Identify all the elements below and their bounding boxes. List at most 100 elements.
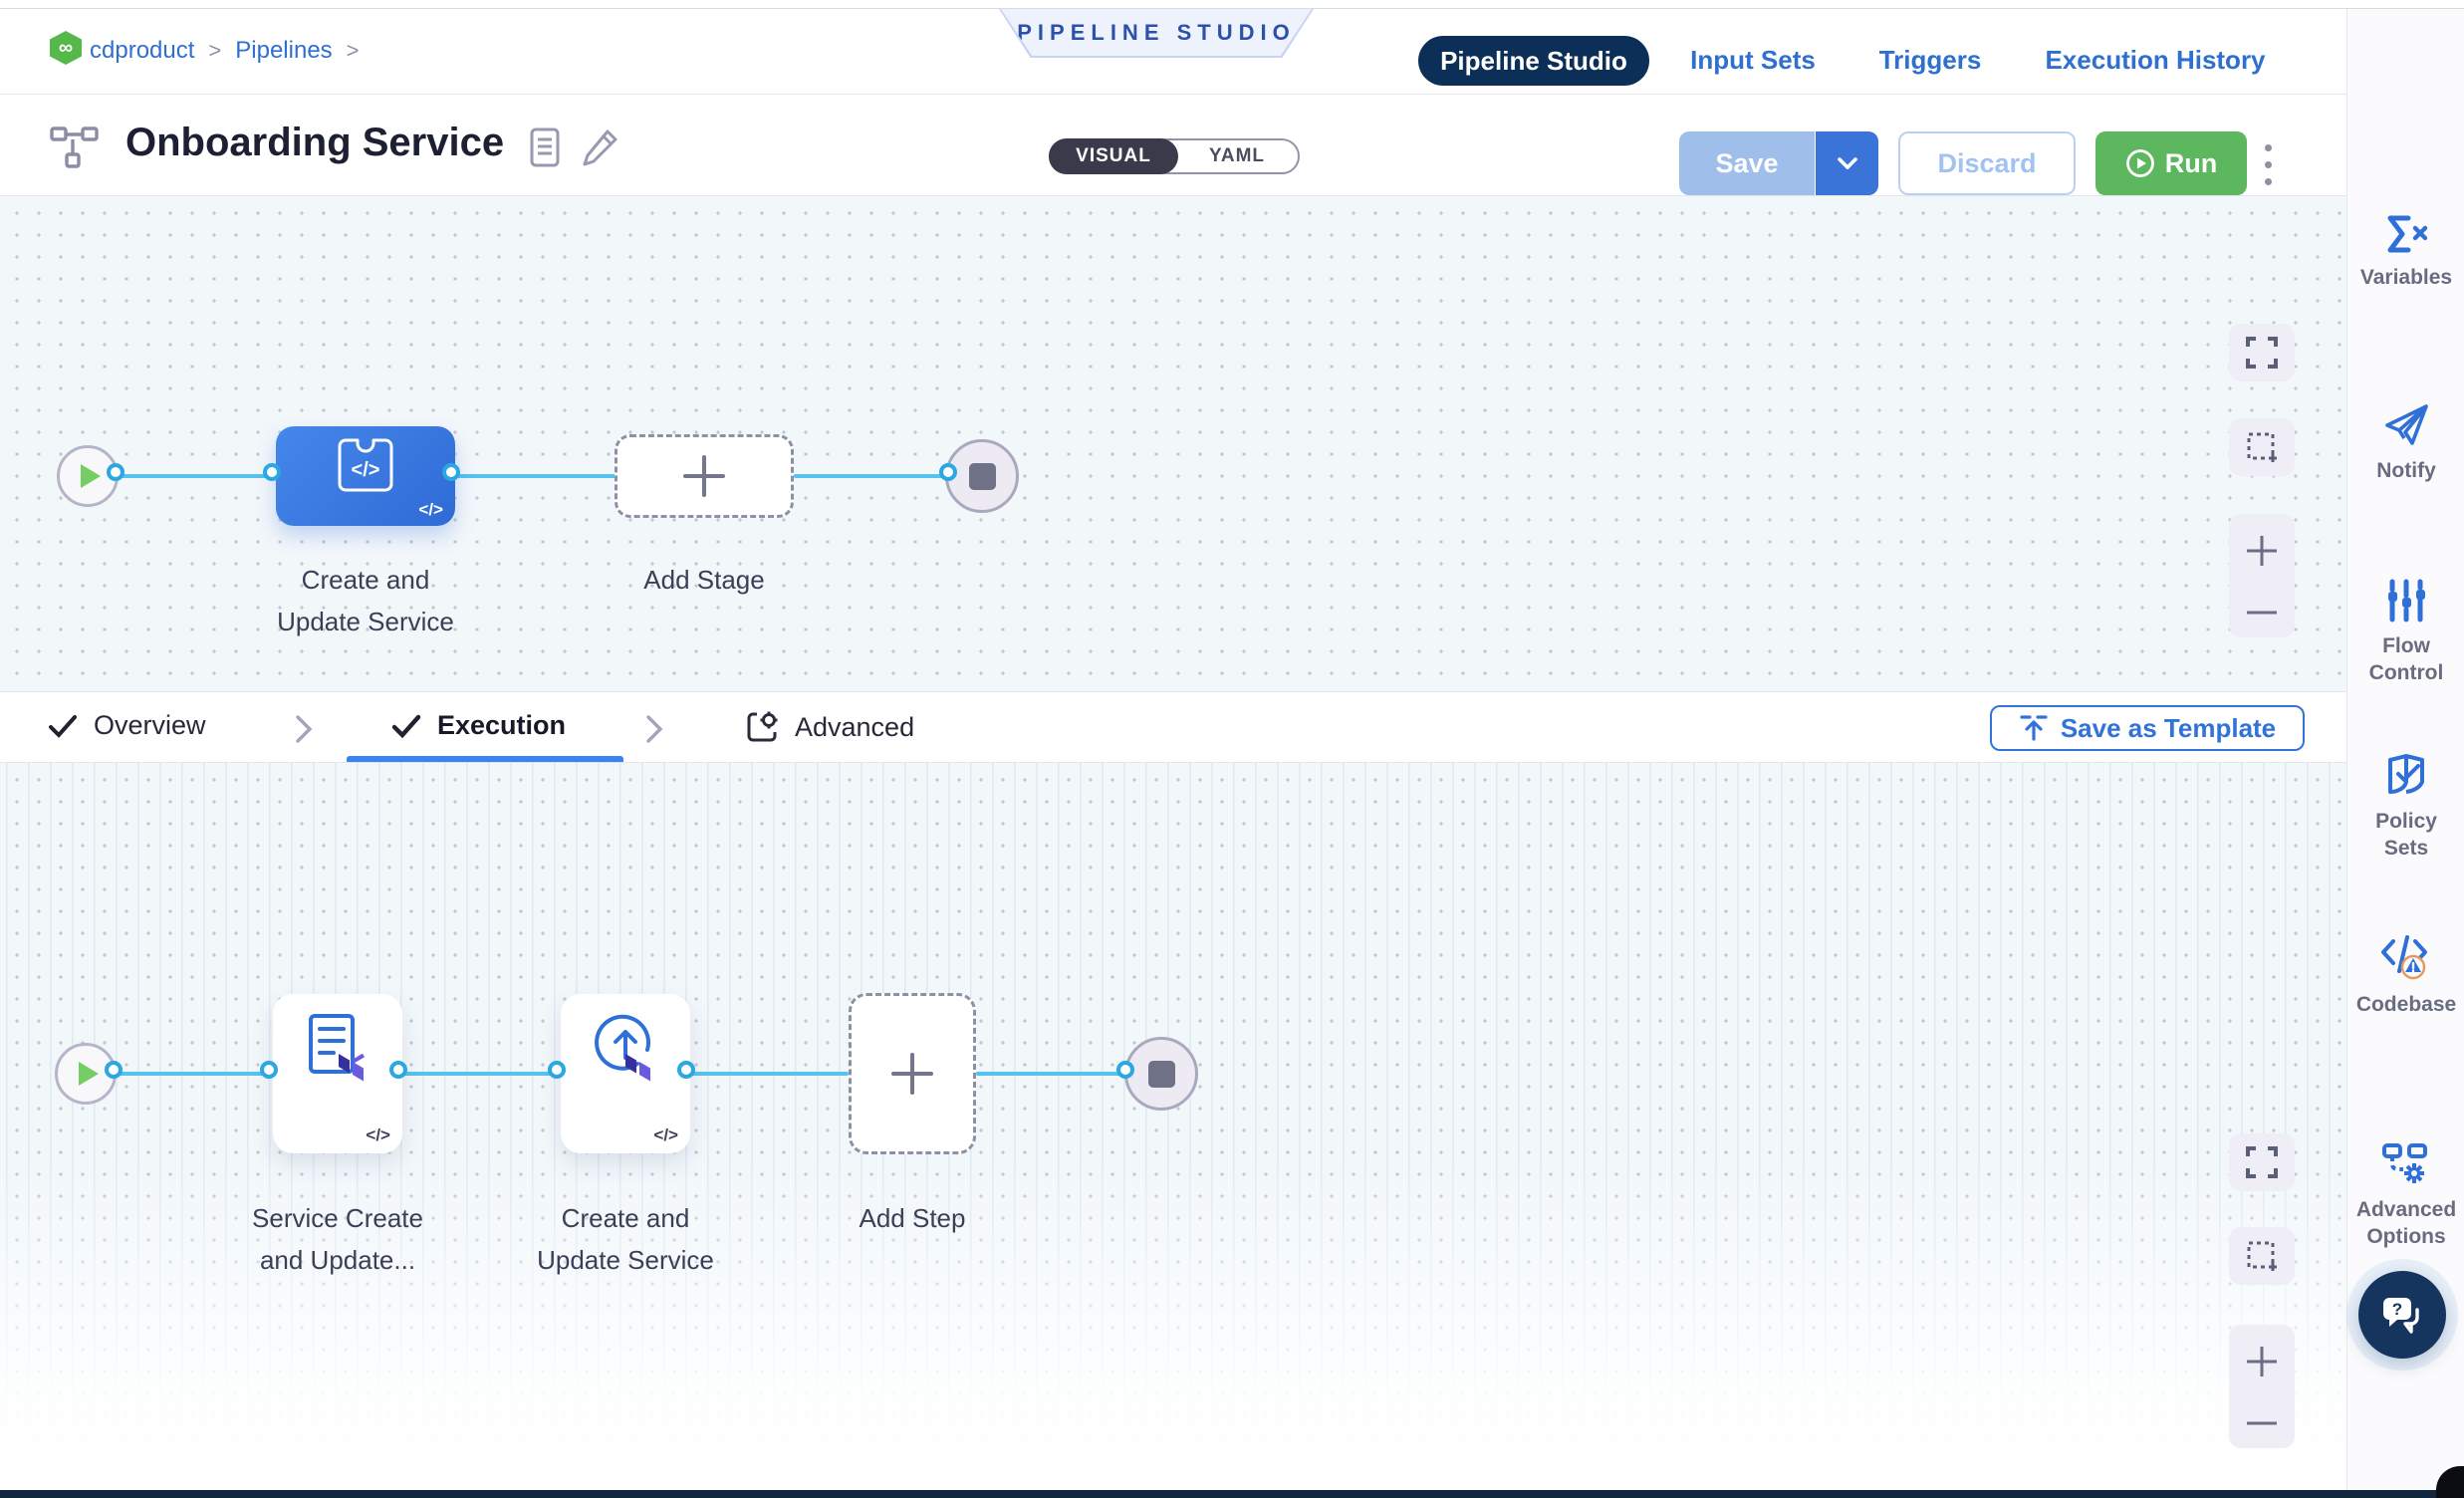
yaml-code-badge: </> [653,1125,678,1144]
visual-yaml-toggle[interactable]: VISUAL YAML [1049,138,1300,174]
page-title: Onboarding Service [125,121,505,164]
zoom-in-icon[interactable] [2243,532,2281,570]
run-button[interactable]: Run [2095,131,2247,195]
plus-icon [683,455,725,497]
execution-start-node[interactable] [55,1043,117,1105]
fit-view-icon [2246,1146,2278,1178]
tab-execution-history[interactable]: Execution History [2045,45,2266,75]
connector-port[interactable] [442,463,460,481]
step-node-service-create-and-update[interactable]: </> [273,994,402,1153]
connector-port[interactable] [105,1061,123,1079]
edge [118,1072,273,1076]
canvas-fit-button[interactable] [2229,324,2295,381]
pipeline-studio-banner-label: PIPELINE STUDIO [1001,9,1312,56]
connector-port[interactable] [939,463,957,481]
execution-canvas[interactable]: </> </> [0,763,2346,1490]
zoom-in-icon[interactable] [2243,1343,2281,1380]
edge [976,1072,1129,1076]
connector-port[interactable] [1116,1061,1134,1079]
breadcrumb-separator: > [208,38,222,63]
svg-text:</>: </> [352,459,380,481]
toggle-visual[interactable]: VISUAL [1049,138,1178,174]
pipeline-header: Onboarding Service VISUAL YAML Save Disc… [0,95,2346,196]
tab-execution[interactable]: Execution [391,710,566,741]
toggle-yaml[interactable]: YAML [1208,145,1266,166]
save-dropdown-button[interactable] [1816,131,1878,195]
stage-node-create-and-update-service[interactable]: </> </> [276,426,455,526]
pipeline-end-node[interactable] [945,439,1019,513]
breadcrumb-separator: > [346,38,360,63]
canvas-select-button[interactable] [2229,1227,2295,1285]
sidebar-item-advanced-options[interactable]: Advanced Options [2347,1142,2464,1250]
breadcrumb: cdproduct > Pipelines > [90,37,360,65]
check-icon [49,714,77,738]
discard-button[interactable]: Discard [1898,131,2076,195]
stage-canvas[interactable]: </> </> Create and Update Service Add St… [0,196,2346,691]
save-button[interactable]: Save [1679,131,1815,195]
variables-icon [2387,215,2428,253]
add-step-button[interactable] [849,993,976,1154]
custom-stage-icon: </> [338,438,393,492]
zoom-controls [2229,1325,2295,1448]
codebase-icon [2381,935,2427,980]
breadcrumb-pipelines[interactable]: Pipelines [235,37,333,64]
tab-advanced[interactable]: Advanced [745,710,914,744]
breadcrumb-project[interactable]: cdproduct [90,37,195,64]
add-stage-button[interactable] [615,434,794,518]
plus-icon [891,1053,933,1095]
step-label[interactable]: Create and Update Service [537,1203,714,1275]
play-icon [78,1062,99,1086]
sidebar-item-flow-control[interactable]: Flow Control [2347,579,2464,686]
tab-pipeline-studio[interactable]: Pipeline Studio [1418,36,1649,86]
edge [120,474,276,478]
edit-pencil-icon[interactable] [582,127,621,167]
advanced-settings-icon [747,711,778,742]
harness-logo-icon[interactable]: ∞ [50,31,82,65]
help-chat-button[interactable]: ? [2358,1271,2446,1359]
run-label: Run [2164,147,2218,178]
stage-label[interactable]: Create and Update Service [277,565,454,636]
step-node-create-and-update-service[interactable]: </> [561,994,690,1153]
bottom-edge-strip [0,1490,2464,1498]
zoom-out-icon[interactable] [2243,606,2281,620]
edge [794,474,952,478]
connector-port[interactable] [263,463,281,481]
save-as-template-button[interactable]: Save as Template [1990,705,2305,751]
zoom-controls [2229,514,2295,637]
connector-port[interactable] [260,1061,278,1079]
add-stage-label[interactable]: Add Stage [643,565,765,595]
canvas-fit-button[interactable] [2229,1133,2295,1191]
connector-port[interactable] [548,1061,566,1079]
connector-port[interactable] [389,1061,407,1079]
tab-input-sets[interactable]: Input Sets [1690,45,1816,75]
flow-control-sliders-icon [2388,579,2425,623]
advanced-options-icon [2382,1143,2427,1183]
step-label[interactable]: Service Create and Update... [252,1203,423,1275]
manifest-file-icon [309,1014,366,1082]
tab-triggers[interactable]: Triggers [1878,45,1982,75]
run-play-icon [2125,149,2154,177]
policy-shield-icon [2388,754,2424,795]
yaml-code-badge: </> [366,1125,390,1144]
more-options-icon[interactable] [2265,144,2272,185]
chat-question-icon: ? [2383,1298,2419,1334]
execution-end-node[interactable] [1124,1037,1198,1111]
add-step-label[interactable]: Add Step [859,1203,966,1233]
connector-port[interactable] [107,463,124,481]
active-tab-underline [347,756,623,762]
tab-overview[interactable]: Overview [48,710,206,741]
description-icon[interactable] [530,127,560,167]
connector-port[interactable] [677,1061,695,1079]
upload-icon [2020,715,2048,741]
sidebar-item-codebase[interactable]: Codebase [2347,933,2464,1018]
sidebar-item-variables[interactable]: Variables [2347,214,2464,291]
stage-detail-tabbar: Overview Execution Advanced Save as Temp… [0,691,2346,763]
zoom-out-icon[interactable] [2243,1416,2281,1430]
check-icon [391,714,421,738]
canvas-select-button[interactable] [2229,418,2295,476]
sidebar-item-policy-sets[interactable]: Policy Sets [2347,754,2464,862]
pipeline-studio-banner: PIPELINE STUDIO [999,9,1314,58]
sidebar-item-notify[interactable]: Notify [2347,403,2464,484]
chevron-down-icon [1837,157,1857,169]
